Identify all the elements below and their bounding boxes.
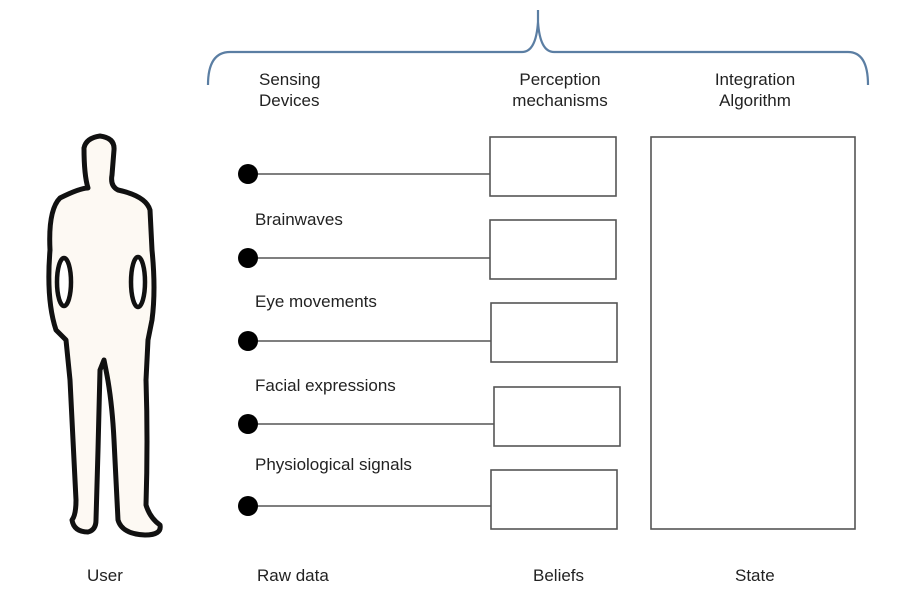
signal-label-eye-movements: Eye movements bbox=[255, 292, 377, 311]
header-perception-line2: mechanisms bbox=[512, 91, 608, 110]
footer-user: User bbox=[87, 566, 123, 585]
header-sensing-devices: Sensing Devices bbox=[259, 69, 320, 111]
user-figure-icon bbox=[46, 133, 163, 538]
signal-label-brainwaves: Brainwaves bbox=[255, 210, 343, 229]
header-perception-mechanisms: Perception mechanisms bbox=[505, 69, 615, 111]
grouping-brace bbox=[206, 10, 870, 86]
sensor-dot-icon bbox=[238, 331, 258, 351]
footer-beliefs: Beliefs bbox=[533, 566, 585, 585]
header-perception-line1: Perception bbox=[519, 70, 601, 89]
sensor-dot-icon bbox=[238, 496, 258, 516]
perception-mechanism-box bbox=[489, 219, 617, 280]
sensor-dot-icon bbox=[238, 414, 258, 434]
signal-label-facial-expressions: Facial expressions bbox=[255, 376, 396, 395]
sensor-dot-icon bbox=[238, 248, 258, 268]
perception-mechanism-box bbox=[490, 469, 618, 530]
perception-mechanism-box bbox=[490, 302, 618, 363]
header-integration-algorithm: Integration Algorithm bbox=[700, 69, 810, 111]
perception-mechanism-box bbox=[489, 136, 617, 197]
header-sensing-line1: Sensing bbox=[259, 70, 321, 89]
sensor-dot-icon bbox=[238, 164, 258, 184]
footer-state: State bbox=[735, 566, 775, 585]
signal-label-physiological-signals: Physiological signals bbox=[255, 455, 412, 474]
header-sensing-line2: Devices bbox=[259, 91, 320, 110]
header-integration-line1: Integration bbox=[714, 70, 796, 89]
header-integration-line2: Algorithm bbox=[719, 91, 791, 110]
footer-raw-data: Raw data bbox=[257, 566, 329, 585]
perception-mechanism-box bbox=[493, 386, 621, 447]
integration-algorithm-box bbox=[650, 136, 856, 530]
